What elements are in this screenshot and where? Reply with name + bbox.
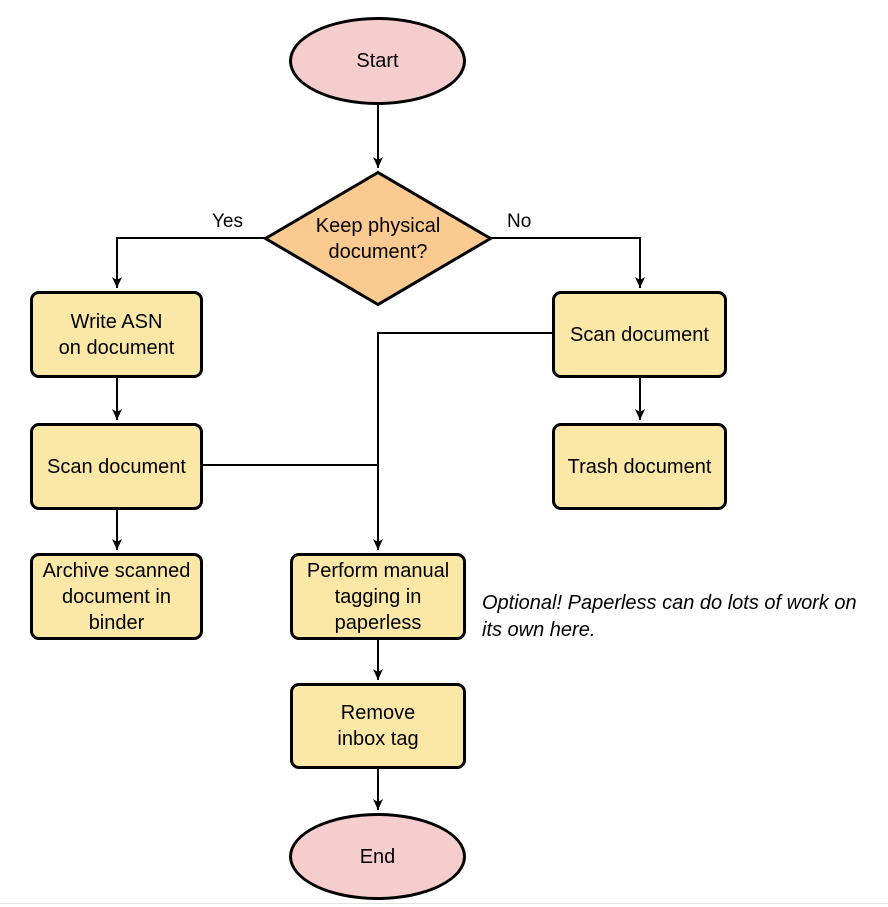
node-end: End	[289, 813, 466, 900]
edge-label-no: No	[507, 211, 532, 232]
decision-diamond-shape	[263, 170, 493, 307]
node-trash-label: Trash document	[567, 455, 712, 478]
node-scan-right: Scan document	[552, 291, 727, 378]
node-start: Start	[289, 17, 466, 105]
node-tagging-label: Perform manual tagging in paperless	[306, 559, 450, 634]
node-write-asn: Write ASN on document	[30, 291, 203, 378]
node-scan-left: Scan document	[30, 423, 203, 510]
node-trash: Trash document	[552, 423, 727, 510]
node-start-label: Start	[356, 50, 399, 72]
edge-decision-yes	[112, 237, 265, 288]
node-archive-label: Archive scanned document in binder	[42, 559, 191, 634]
edge-decision-no	[491, 237, 645, 288]
optional-note: Optional! Paperless can do lots of work …	[482, 592, 857, 641]
node-decision: Keep physical document?	[263, 170, 493, 307]
edge-scanright-to-tagging	[373, 332, 552, 550]
node-decision-label: Keep physical document?	[315, 214, 441, 263]
node-tagging: Perform manual tagging in paperless	[290, 553, 466, 640]
page-bottom-divider	[0, 903, 888, 904]
edge-label-yes: Yes	[212, 211, 243, 232]
node-archive: Archive scanned document in binder	[30, 553, 203, 640]
node-scan-right-label: Scan document	[570, 323, 709, 346]
node-end-label: End	[359, 845, 396, 868]
node-write-asn-label: Write ASN on document	[58, 310, 175, 359]
node-remove-inbox-label: Remove inbox tag	[337, 702, 419, 750]
node-scan-left-label: Scan document	[47, 455, 186, 478]
node-remove-inbox: Remove inbox tag	[290, 683, 466, 769]
